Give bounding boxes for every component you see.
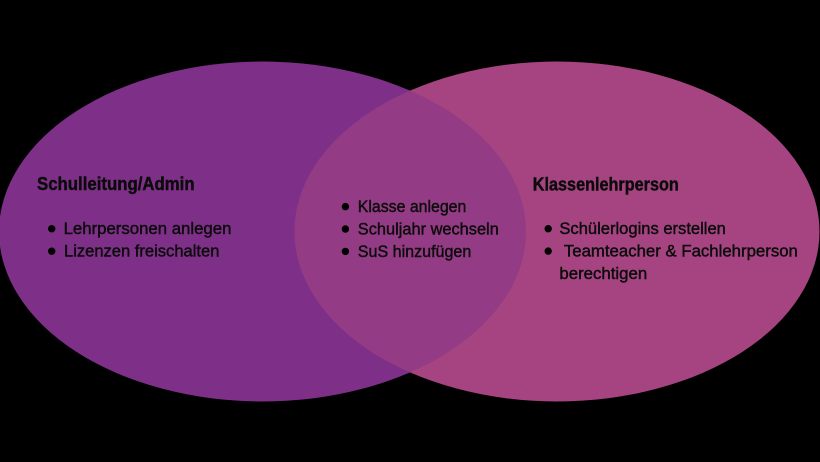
svg-text:Klassenlehrperson: Klassenlehrperson: [533, 174, 679, 194]
svg-text:berechtigen: berechtigen: [559, 264, 647, 283]
svg-text:Klasse anlegen: Klasse anlegen: [358, 197, 467, 216]
svg-text:Schulleitung/Admin: Schulleitung/Admin: [37, 174, 195, 194]
svg-text:Teamteacher & Fachlehrperson: Teamteacher & Fachlehrperson: [564, 242, 798, 261]
svg-text:Lizenzen freischalten: Lizenzen freischalten: [64, 242, 219, 261]
svg-text:Schuljahr wechseln: Schuljahr wechseln: [358, 220, 499, 239]
svg-text:Lehrpersonen anlegen: Lehrpersonen anlegen: [64, 219, 232, 238]
svg-text:Schülerlogins erstellen: Schülerlogins erstellen: [559, 219, 726, 238]
svg-text:SuS hinzufügen: SuS hinzufügen: [358, 242, 472, 261]
